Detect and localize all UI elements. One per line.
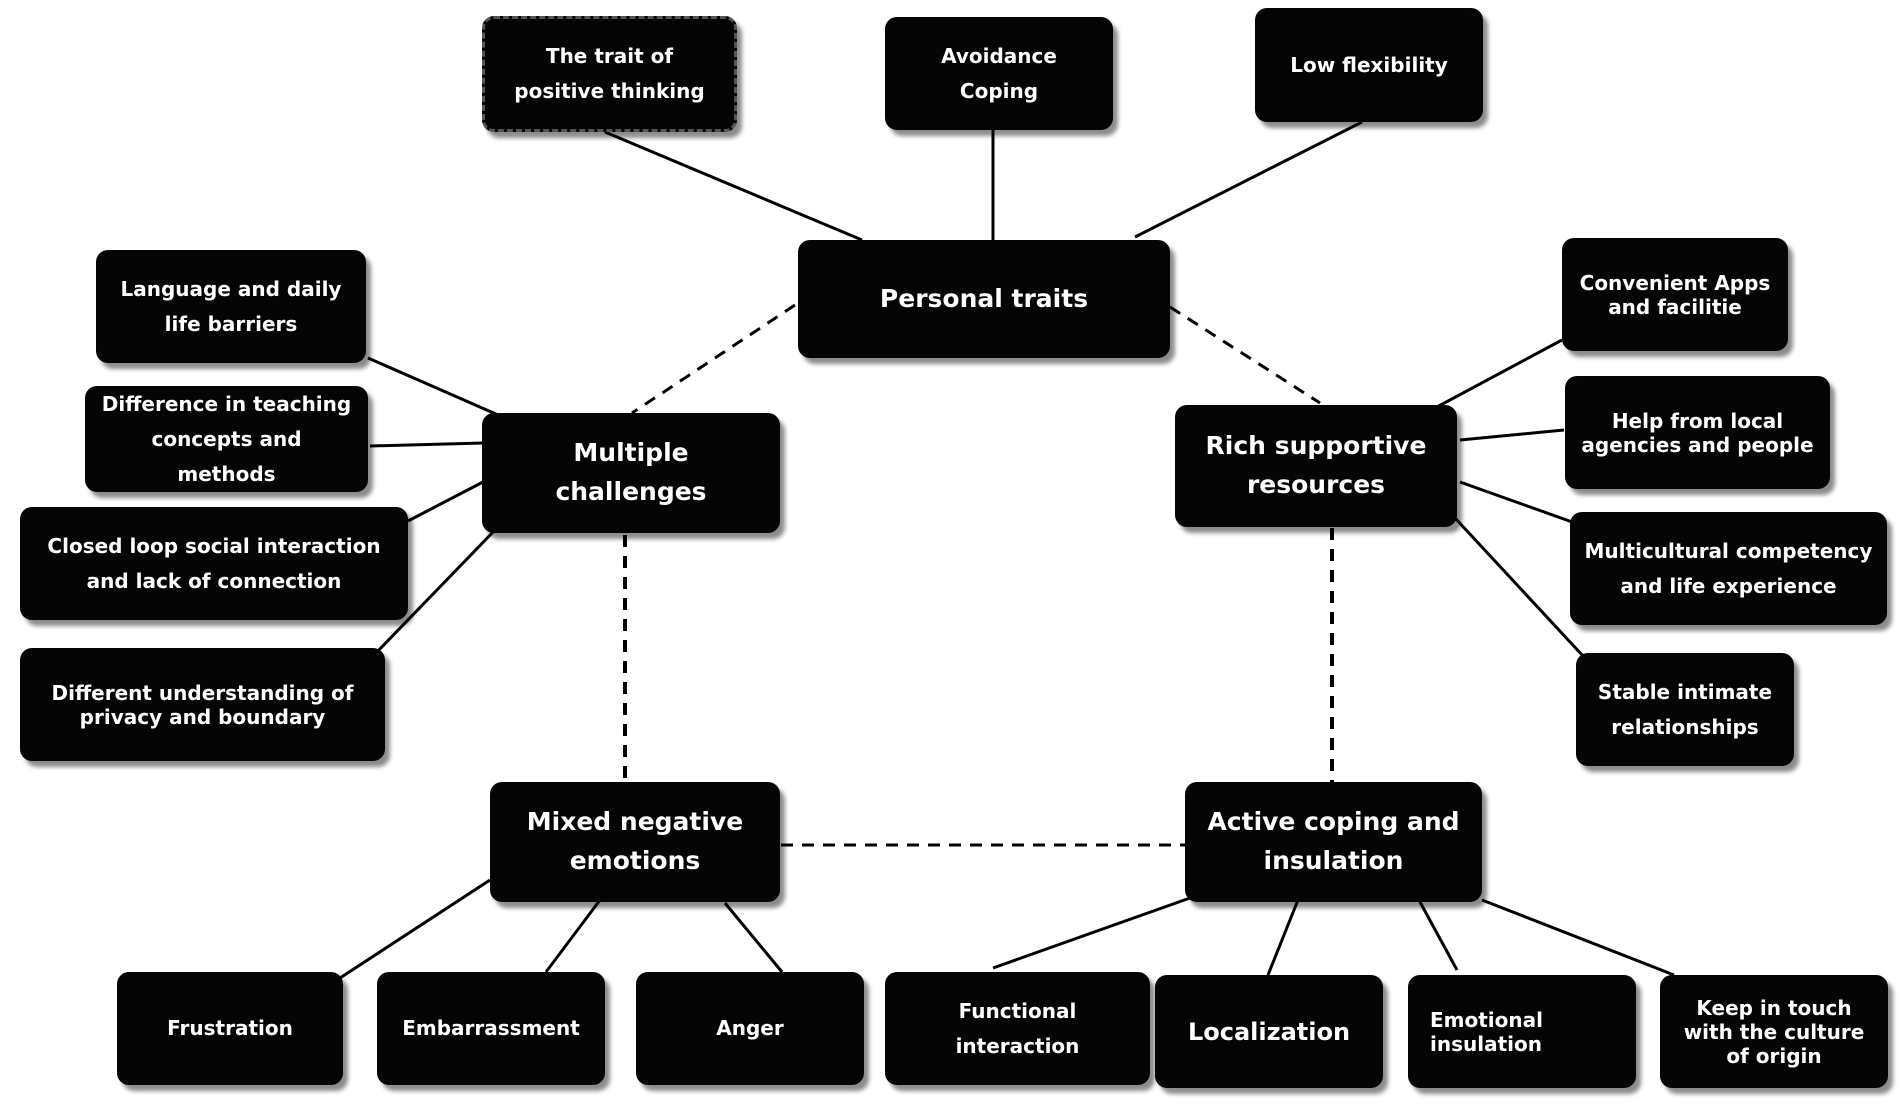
node-positive-thinking-label: The trait of positive thinking bbox=[514, 44, 705, 103]
connector-functional bbox=[992, 896, 1191, 970]
connector-multicultural bbox=[1459, 480, 1576, 525]
node-localization: Localization bbox=[1155, 975, 1383, 1088]
dashed-connector-traits-resources bbox=[1169, 305, 1321, 405]
node-emotional: Emotional insulation bbox=[1408, 975, 1636, 1088]
node-intimate: Stable intimate relationships bbox=[1576, 653, 1794, 766]
node-functional: Functional interaction bbox=[885, 972, 1150, 1085]
node-apps-label: Convenient Apps and facilitie bbox=[1579, 270, 1771, 319]
hub-mixed-emotions-label: Mixed negative emotions bbox=[526, 807, 744, 875]
connector-language bbox=[367, 356, 506, 420]
node-avoidance-coping-label: Avoidance Coping bbox=[941, 43, 1057, 103]
connector-apps bbox=[1434, 338, 1563, 410]
node-culture-label: Keep in touch with the culture of origin bbox=[1683, 995, 1865, 1068]
hub-rich-resources: Rich supportive resources bbox=[1175, 405, 1457, 527]
connector-low-flexibility bbox=[1134, 120, 1363, 239]
node-low-flexibility: Low flexibility bbox=[1255, 8, 1483, 122]
node-positive-thinking: The trait of positive thinking bbox=[482, 16, 737, 132]
node-anger: Anger bbox=[636, 972, 864, 1085]
dashed-connector-traits-challenges bbox=[631, 303, 796, 415]
connector-frustration bbox=[339, 878, 491, 980]
connector-teaching bbox=[369, 441, 484, 448]
connector-local-help bbox=[1459, 428, 1565, 442]
connector-privacy bbox=[373, 528, 497, 656]
node-frustration-label: Frustration bbox=[167, 1016, 293, 1040]
node-embarrassment: Embarrassment bbox=[377, 972, 605, 1085]
hub-multiple-challenges: Multiple challenges bbox=[482, 413, 780, 533]
node-language: Language and daily life barriers bbox=[96, 250, 366, 363]
connector-embarrassment bbox=[544, 899, 602, 973]
node-local-help: Help from local agencies and people bbox=[1565, 376, 1830, 489]
hub-active-coping-label: Active coping and insulation bbox=[1207, 807, 1460, 875]
hub-active-coping: Active coping and insulation bbox=[1185, 782, 1482, 902]
connector-closed-loop bbox=[407, 480, 484, 523]
node-low-flexibility-label: Low flexibility bbox=[1290, 52, 1448, 77]
node-anger-label: Anger bbox=[716, 1016, 784, 1040]
hub-mixed-emotions: Mixed negative emotions bbox=[490, 782, 780, 902]
node-privacy: Different understanding of privacy and b… bbox=[20, 648, 385, 761]
node-closed-loop: Closed loop social interaction and lack … bbox=[20, 507, 408, 620]
node-closed-loop-label: Closed loop social interaction and lack … bbox=[47, 533, 381, 593]
node-privacy-label: Different understanding of privacy and b… bbox=[51, 680, 354, 729]
hub-rich-resources-label: Rich supportive resources bbox=[1205, 431, 1427, 499]
node-culture: Keep in touch with the culture of origin bbox=[1660, 975, 1888, 1088]
node-embarrassment-label: Embarrassment bbox=[402, 1016, 580, 1040]
connector-positive-thinking bbox=[604, 130, 863, 242]
hub-personal-traits: Personal traits bbox=[798, 240, 1170, 358]
node-multicultural: Multicultural competency and life experi… bbox=[1570, 512, 1887, 625]
connector-localization bbox=[1266, 899, 1300, 976]
node-multicultural-label: Multicultural competency and life experi… bbox=[1584, 538, 1873, 598]
node-intimate-label: Stable intimate relationships bbox=[1597, 679, 1773, 739]
node-avoidance-coping: Avoidance Coping bbox=[885, 17, 1113, 130]
node-frustration: Frustration bbox=[117, 972, 343, 1085]
connector-anger bbox=[723, 902, 784, 973]
node-teaching-label: Difference in teaching concepts and meth… bbox=[101, 391, 352, 486]
node-emotional-label: Emotional insulation bbox=[1430, 1007, 1543, 1056]
node-functional-label: Functional interaction bbox=[955, 998, 1080, 1058]
hub-multiple-challenges-label: Multiple challenges bbox=[555, 438, 707, 506]
node-local-help-label: Help from local agencies and people bbox=[1581, 408, 1814, 457]
connector-emotional bbox=[1418, 901, 1459, 971]
hub-personal-traits-label: Personal traits bbox=[879, 283, 1089, 313]
node-teaching: Difference in teaching concepts and meth… bbox=[85, 386, 368, 492]
connector-culture bbox=[1481, 898, 1675, 977]
node-apps: Convenient Apps and facilitie bbox=[1562, 238, 1788, 351]
node-language-label: Language and daily life barriers bbox=[120, 276, 342, 336]
node-localization-label: Localization bbox=[1187, 1017, 1351, 1046]
connector-intimate bbox=[1453, 516, 1585, 658]
